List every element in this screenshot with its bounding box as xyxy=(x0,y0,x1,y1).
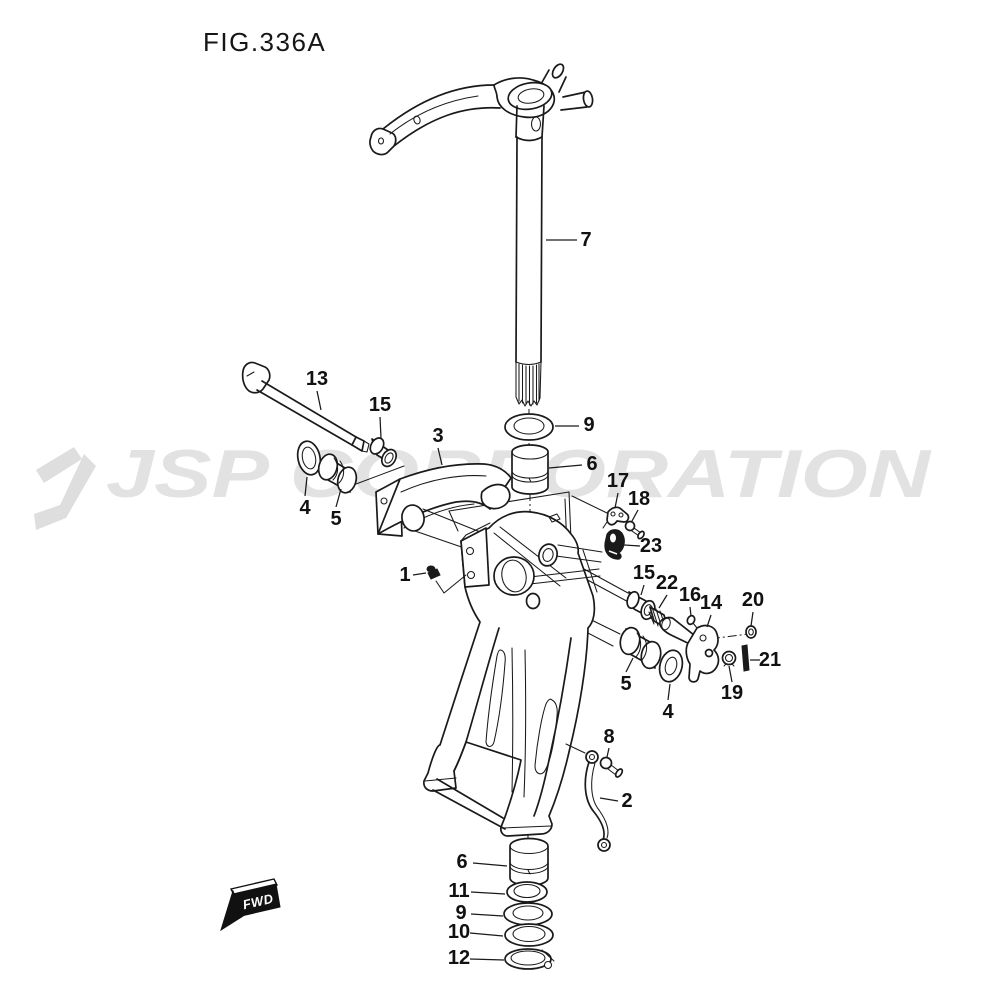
part-callout-20-16: 20 xyxy=(742,589,764,611)
leader-line-5-19 xyxy=(625,657,634,673)
part-callout-3-3: 3 xyxy=(432,425,443,447)
fwd-arrow-head xyxy=(220,889,244,932)
leader-line-1-11 xyxy=(412,572,427,576)
leader-line-23-8 xyxy=(623,544,641,547)
part-callout-11-24: 11 xyxy=(448,880,469,902)
fwd-direction-arrow: FWD xyxy=(220,878,281,932)
leader-line-13-1 xyxy=(316,390,322,411)
leader-line-9-25 xyxy=(470,913,504,917)
leader-line-3-3 xyxy=(437,447,443,466)
leader-line-20-16 xyxy=(750,611,754,627)
leader-line-12-27 xyxy=(469,958,505,961)
part-callout-4-9: 4 xyxy=(299,497,311,519)
part-callout-21-17: 21 xyxy=(759,649,781,671)
part-callout-17-6: 17 xyxy=(607,470,629,492)
leader-line-16-14 xyxy=(689,606,692,617)
leader-line-6-5 xyxy=(548,464,583,469)
part-callout-23-8: 23 xyxy=(640,535,662,557)
part-callout-12-27: 12 xyxy=(448,947,470,969)
part-callout-4-20: 4 xyxy=(662,701,674,723)
watermark-logo-icon xyxy=(36,447,82,483)
leader-line-18-7 xyxy=(631,509,639,522)
leader-line-5-10 xyxy=(335,488,342,508)
leader-line-17-6 xyxy=(614,492,619,509)
part-callout-1-11: 1 xyxy=(399,564,410,586)
part-callout-22-13: 22 xyxy=(656,572,678,594)
part-callout-8-21: 8 xyxy=(603,726,614,748)
part-callout-19-18: 19 xyxy=(721,682,743,704)
leader-line-19-18 xyxy=(728,665,733,683)
leader-line-15-2 xyxy=(379,416,382,439)
leader-line-4-20 xyxy=(667,683,671,701)
leader-line-14-15 xyxy=(706,614,712,628)
leader-line-15-12 xyxy=(640,584,645,596)
watermark-logo-icon xyxy=(34,454,96,530)
part-callout-16-14: 16 xyxy=(679,584,701,606)
part-callout-10-26: 10 xyxy=(448,921,470,943)
part-callout-6-23: 6 xyxy=(456,851,467,873)
leader-line-10-26 xyxy=(469,932,504,937)
leader-line-8-21 xyxy=(606,747,610,758)
part-callout-7-0: 7 xyxy=(580,229,591,251)
part-callout-18-7: 18 xyxy=(628,488,650,510)
part-callout-2-22: 2 xyxy=(621,790,632,812)
part-callout-9-4: 9 xyxy=(583,414,594,436)
leader-line-6-23 xyxy=(472,862,508,867)
figure-title: FIG.336A xyxy=(203,27,326,57)
fwd-label: FWD xyxy=(241,891,275,913)
part-callout-5-10: 5 xyxy=(330,508,341,530)
part-callout-15-2: 15 xyxy=(369,394,391,416)
part-callout-5-19: 5 xyxy=(620,673,631,695)
part-callout-13-1: 13 xyxy=(306,368,328,390)
part-callout-14-15: 14 xyxy=(700,592,723,614)
part-callout-6-5: 6 xyxy=(586,453,597,475)
leader-line-11-24 xyxy=(470,891,506,895)
diagram-line-art xyxy=(241,63,757,970)
part-callout-15-12: 15 xyxy=(633,562,655,584)
leader-line-4-9 xyxy=(304,476,308,497)
leader-line-2-22 xyxy=(599,797,619,802)
leader-line-22-13 xyxy=(658,594,668,609)
part-callout-9-25: 9 xyxy=(455,902,466,924)
